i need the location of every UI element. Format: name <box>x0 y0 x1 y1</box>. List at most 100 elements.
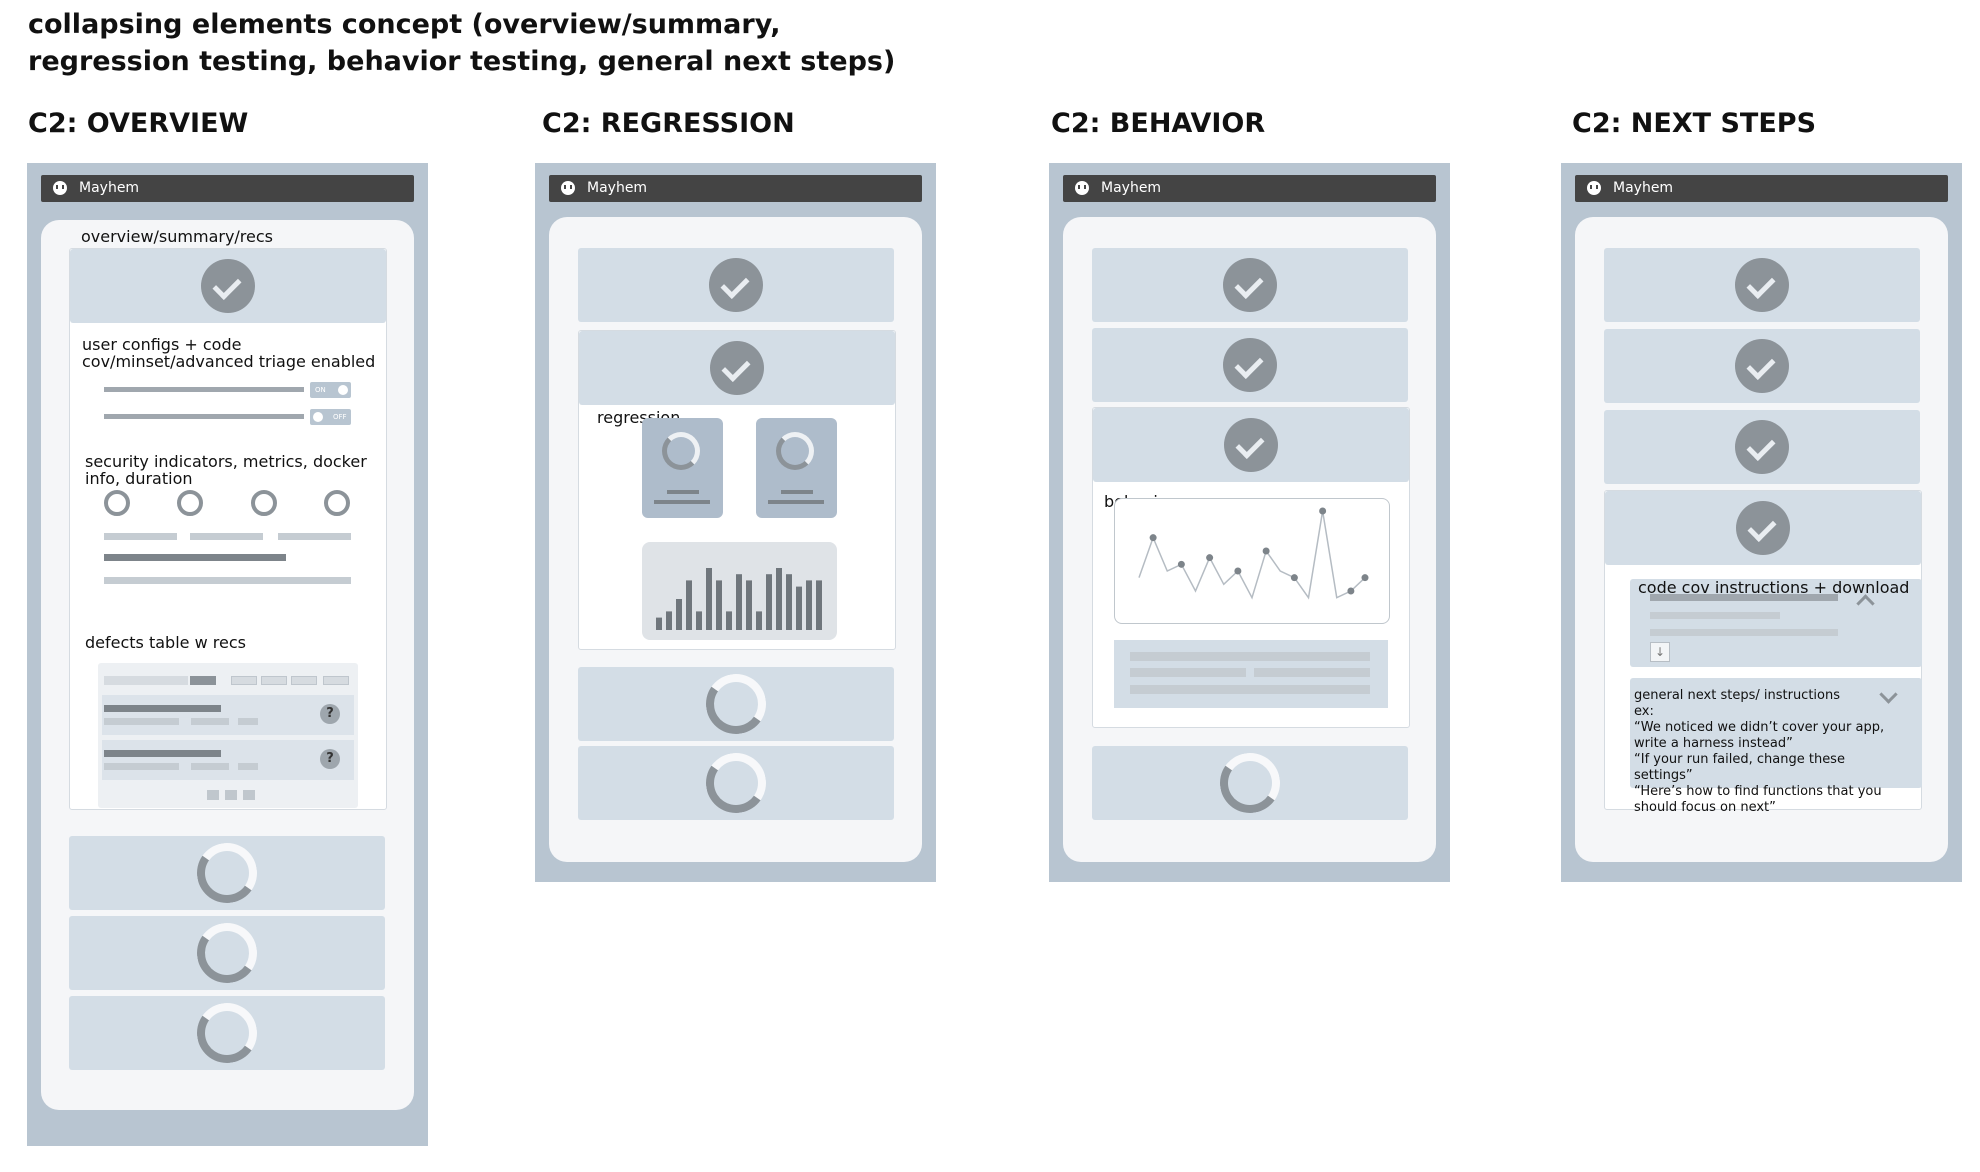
behavior-line-chart <box>1114 498 1390 624</box>
app-name: Mayhem <box>1613 180 1674 196</box>
regression-card[interactable] <box>756 418 837 518</box>
collapsed-section[interactable] <box>69 836 385 910</box>
line-point <box>1177 560 1185 568</box>
download-icon[interactable]: ↓ <box>1650 642 1670 662</box>
progress-donut-icon <box>192 918 262 988</box>
behavior-header-tile[interactable] <box>1093 408 1409 482</box>
toggle-knob <box>338 385 348 395</box>
bar-mark <box>816 580 822 630</box>
table-header-cell <box>261 676 287 685</box>
check-circle-icon <box>710 341 764 395</box>
progress-donut-icon <box>192 838 262 908</box>
regression-header-tile[interactable] <box>579 331 895 405</box>
chevron-down-icon[interactable] <box>1879 685 1898 704</box>
bar-mark <box>706 568 712 630</box>
toggle-knob <box>313 412 323 422</box>
progress-donut-icon <box>701 669 771 739</box>
overview-section-title: overview/summary/recs <box>81 227 274 246</box>
table-row[interactable]: ? <box>102 695 354 735</box>
collapsed-section[interactable] <box>578 667 894 741</box>
bar-mark <box>716 580 722 630</box>
next-steps-header-tile[interactable] <box>1605 491 1921 565</box>
table-header-cell <box>104 676 188 685</box>
config-bar <box>104 387 304 392</box>
configs-label: user configs + code cov/minset/advanced … <box>82 335 376 371</box>
bar-mark <box>796 586 802 630</box>
collapsed-section[interactable] <box>69 996 385 1070</box>
codecov-accordion[interactable]: code cov instructions + download ↓ <box>1630 579 1922 667</box>
metric-bar <box>104 577 351 584</box>
app-name: Mayhem <box>1101 180 1162 196</box>
progress-donut-icon <box>701 748 771 818</box>
next-steps-title: general next steps/ instructions <box>1634 688 1841 703</box>
app-titlebar: Mayhem <box>1063 175 1436 202</box>
line-point <box>1361 574 1369 582</box>
behavior-frame: Mayhem behavior <box>1049 163 1450 882</box>
bar-mark <box>686 580 692 630</box>
collapsed-section[interactable] <box>1092 328 1408 402</box>
table-header-cell <box>323 676 349 685</box>
bar-mark <box>696 611 702 630</box>
line-point <box>1206 554 1214 562</box>
chevron-up-icon[interactable] <box>1856 594 1875 613</box>
next-steps-body: ex: “We noticed we didn’t cover your app… <box>1634 704 1885 815</box>
app-titlebar: Mayhem <box>1575 175 1948 202</box>
check-circle-icon <box>1224 418 1278 472</box>
line-point <box>1234 567 1242 575</box>
line-point <box>1262 547 1270 555</box>
mayhem-logo-icon <box>1587 181 1601 195</box>
line-point <box>1319 507 1327 515</box>
collapsed-section[interactable] <box>1604 248 1920 322</box>
progress-donut-icon <box>1215 748 1285 818</box>
collapsed-section[interactable] <box>1092 746 1408 820</box>
help-icon[interactable]: ? <box>320 749 340 769</box>
app-titlebar: Mayhem <box>549 175 922 202</box>
bar-mark <box>766 574 772 630</box>
regression-bar-chart <box>642 542 837 640</box>
check-circle-icon <box>1223 258 1277 312</box>
next-steps-content: code cov instructions + download ↓ gener… <box>1575 217 1948 862</box>
bar-mark <box>756 611 762 630</box>
metric-ring-icon <box>324 490 350 516</box>
collapsed-section[interactable] <box>578 746 894 820</box>
heading-behavior: C2: BEHAVIOR <box>1051 108 1266 139</box>
overview-frame: Mayhem overview/summary/recs user config… <box>27 163 428 1146</box>
collapsed-section[interactable] <box>1604 329 1920 403</box>
bar-mark <box>746 580 752 630</box>
app-name: Mayhem <box>587 180 648 196</box>
pagination-dot[interactable] <box>243 790 255 800</box>
help-icon[interactable]: ? <box>320 704 340 724</box>
metric-bar <box>104 533 177 540</box>
table-header-cell <box>190 676 216 685</box>
progress-donut-icon <box>776 432 814 470</box>
table-header-cell <box>231 676 257 685</box>
metric-bar <box>190 533 263 540</box>
heading-overview: C2: OVERVIEW <box>28 108 249 139</box>
check-circle-icon <box>1736 501 1790 555</box>
line-chart-svg <box>1138 507 1369 600</box>
behavior-content: behavior <box>1063 217 1436 862</box>
bar-mark <box>656 617 662 630</box>
table-row[interactable]: ? <box>102 740 354 780</box>
collapsed-section[interactable] <box>1604 410 1920 484</box>
overview-expanded-panel: user configs + code cov/minset/advanced … <box>69 248 387 810</box>
next-steps-expanded-panel: code cov instructions + download ↓ gener… <box>1604 490 1922 815</box>
check-circle-icon <box>1735 258 1789 312</box>
overview-header-tile[interactable] <box>70 249 386 323</box>
pagination-dot[interactable] <box>225 790 237 800</box>
line-point <box>1347 587 1355 595</box>
toggle-off[interactable]: OFF <box>310 409 351 425</box>
regression-frame: Mayhem regression <box>535 163 936 882</box>
collapsed-section[interactable] <box>1092 248 1408 322</box>
mayhem-logo-icon <box>53 181 67 195</box>
mayhem-logo-icon <box>561 181 575 195</box>
toggle-on[interactable]: ON <box>310 382 351 398</box>
next-steps-accordion[interactable]: general next steps/ instructions ex: “We… <box>1630 678 1922 815</box>
pagination-dot[interactable] <box>207 790 219 800</box>
next-steps-frame: Mayhem code cov instructions + download … <box>1561 163 1962 882</box>
collapsed-section[interactable] <box>578 248 894 322</box>
regression-card[interactable] <box>642 418 723 518</box>
page-title: collapsing elements concept (overview/su… <box>28 9 896 77</box>
behavior-expanded-panel: behavior <box>1092 407 1410 728</box>
collapsed-section[interactable] <box>69 916 385 990</box>
